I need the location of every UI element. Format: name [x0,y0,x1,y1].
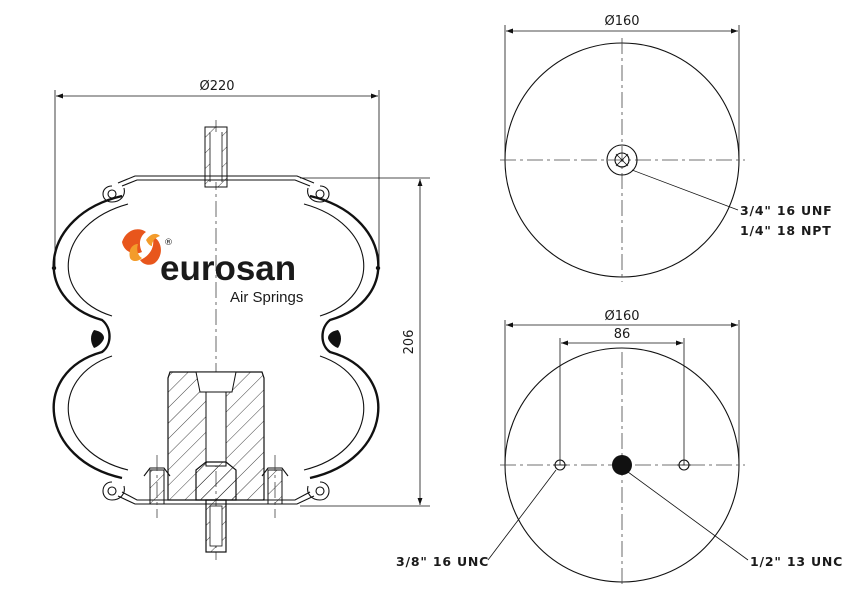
top-port-icon [606,144,638,176]
bolt-hole-left-icon [553,459,567,471]
bottom-callout-left: 3/8" 16 UNC [396,554,489,569]
flame-icon [122,229,161,265]
top-stud [204,126,228,188]
brand-tagline: Air Springs [230,289,303,306]
bottom-view: Ø160 86 3/8" 16 UNC 1/2" 13 UNC [396,309,843,585]
side-view: Ø220 206 [51,79,430,560]
side-diameter-dimension: Ø220 [54,79,380,270]
bolt-hole-right-icon [677,459,691,471]
top-callout-line1: 3/4" 16 UNF [740,203,833,218]
brand-logo: ® eurosan Air Springs [122,229,303,306]
bottom-center-stud [195,461,237,553]
registered-mark: ® [164,238,173,248]
bottom-callout-right: 1/2" 13 UNC [750,554,843,569]
center-port-icon [612,455,632,475]
top-callout-line2: 1/4" 18 NPT [740,223,832,238]
bellows [51,194,381,480]
bolt-spacing-label: 86 [614,327,631,342]
top-view-diameter-label: Ø160 [604,14,639,29]
side-height-dimension: 206 [300,177,430,507]
bumper-piston [167,371,265,501]
side-height-label: 206 [402,330,417,355]
brand-name: eurosan [160,249,296,288]
top-view: Ø160 3/4" 16 UNF 1/4" 18 NPT [500,14,833,282]
bottom-view-diameter-label: Ø160 [604,309,639,324]
side-diameter-label: Ø220 [199,79,234,94]
